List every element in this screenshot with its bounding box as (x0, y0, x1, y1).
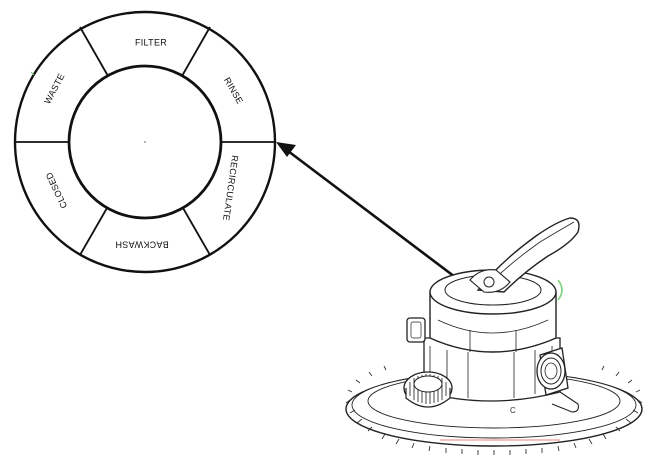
outlet-port (536, 347, 579, 413)
arrow-icon (287, 149, 464, 285)
multiport-valve-icon: C (345, 217, 643, 455)
valve-handle (469, 217, 580, 293)
seal-accent (557, 279, 563, 301)
dial-center-dot (144, 141, 146, 143)
dial-label-waste: WASTE (42, 72, 66, 106)
dial-label-backwash: BACKWASH (115, 240, 169, 250)
valve-dial: FILTER RINSE RECIRCULATE BACKWASH CLOSED… (13, 10, 277, 274)
green-speck (30, 71, 35, 76)
dial-label-closed: CLOSED (44, 170, 70, 210)
dial-label-rinse: RINSE (222, 76, 245, 106)
dial-divider (181, 26, 211, 77)
svg-text:C: C (510, 406, 516, 415)
dial-divider (182, 207, 211, 256)
pressure-gauge (403, 371, 453, 408)
dial-label-recirculate: RECIRCULATE (221, 155, 240, 222)
dial-divider (79, 26, 109, 77)
arrow-head-icon (276, 142, 296, 157)
dial-label-filter: FILTER (135, 37, 167, 47)
dial-divider (79, 207, 108, 256)
flange-teeth (345, 365, 643, 455)
pointer-arrow (276, 142, 464, 285)
